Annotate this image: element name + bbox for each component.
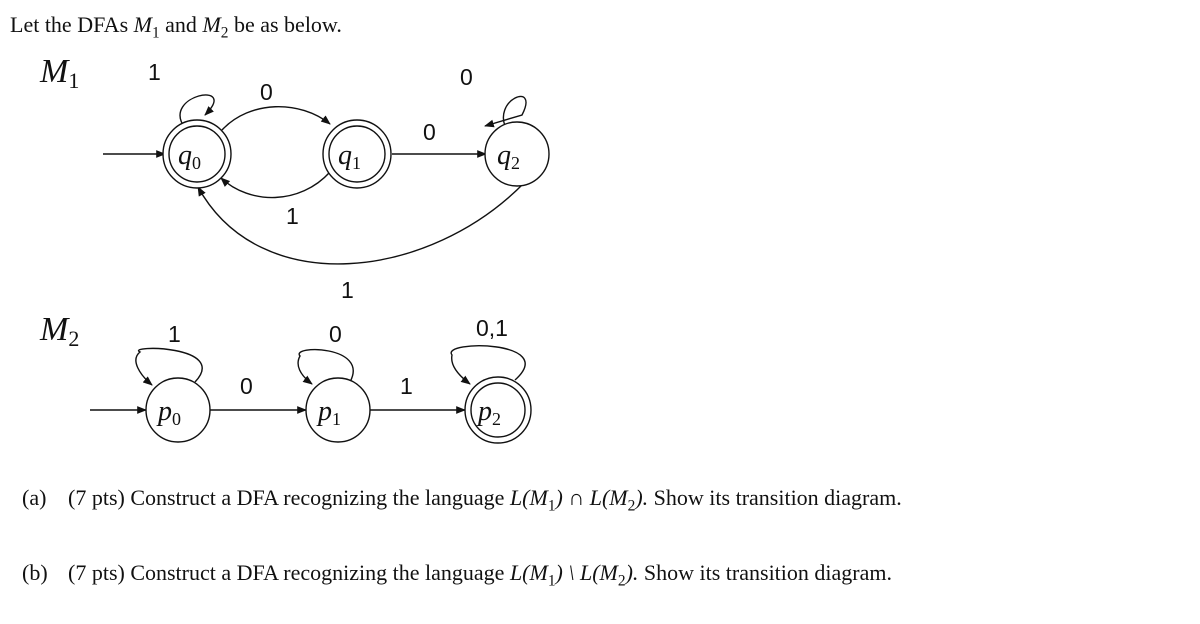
state-p1: p1 [305, 377, 371, 443]
m2-loop-p2 [450, 345, 526, 385]
m1-label-q1-q2: 0 [423, 119, 436, 145]
state-p2: p2 [464, 376, 532, 444]
intro-sentence: Let the DFAs M1 and M2 be as below. [10, 12, 342, 42]
question-b-text: (7 pts) Construct a DFA recognizing the … [68, 560, 892, 590]
m1-edges [103, 94, 527, 265]
m1-label-q0-q1: 0 [260, 79, 273, 105]
state-p0: p0 [145, 377, 211, 443]
intro-suffix: be as below. [228, 12, 342, 37]
m2-loop-p1 [297, 348, 354, 385]
m1-loop-q2 [484, 95, 527, 131]
m1-loop-q0 [179, 94, 215, 129]
m2-label-p0-loop: 1 [168, 321, 181, 347]
m1-states: q0 q1 q2 [162, 119, 550, 189]
m1-edge-q0-q1 [221, 106, 331, 131]
state-q0-label: q0 [178, 140, 201, 173]
state-p1-label: p1 [316, 396, 341, 429]
question-b-label: (b) [22, 560, 48, 585]
m2-edges [90, 345, 526, 414]
m1-name: M1 [39, 53, 79, 93]
intro-prefix: Let the DFAs [10, 12, 134, 37]
intro-and: and [159, 12, 203, 37]
m2-label-p1-p2: 1 [400, 373, 413, 399]
state-q0: q0 [162, 119, 232, 189]
m2-loop-p0 [135, 347, 203, 386]
m2-label-p0-p1: 0 [240, 373, 253, 399]
state-q2-label: q2 [497, 140, 520, 173]
state-q2: q2 [484, 121, 550, 187]
question-a-text: (7 pts) Construct a DFA recognizing the … [68, 485, 902, 515]
m1-edge-labels: 1 0 1 0 0 1 [148, 59, 473, 303]
state-p2-label: p2 [476, 396, 501, 429]
m1-label-q1-q0: 1 [286, 203, 299, 229]
m2-states: p0 p1 p2 [145, 376, 532, 444]
question-a: (a) (7 pts) Construct a DFA recognizing … [22, 482, 1134, 521]
m2-edge-labels: 1 0 0 1 0,1 [168, 315, 508, 399]
question-a-label: (a) [22, 485, 47, 510]
state-q1-label: q1 [338, 140, 361, 173]
dfa-diagrams: M1 q0 q1 q2 1 0 1 0 0 1 M2 [39, 53, 550, 444]
m1-label-q2-loop: 0 [460, 64, 473, 90]
intro-m1: M1 [133, 12, 160, 42]
m2-name: M2 [39, 311, 79, 351]
state-p0-label: p0 [156, 396, 181, 429]
m1-edge-q2-q0 [197, 181, 526, 265]
m2-label-p2-loop: 0,1 [476, 315, 508, 341]
state-q1: q1 [322, 119, 392, 189]
intro-m2: M2 [202, 12, 229, 42]
m1-label-q2-q0: 1 [341, 277, 354, 303]
question-b: (b) (7 pts) Construct a DFA recognizing … [22, 557, 1134, 596]
m1-edge-q1-q0 [220, 171, 331, 199]
m1-label-q0-loop: 1 [148, 59, 161, 85]
m2-label-p1-loop: 0 [329, 321, 342, 347]
